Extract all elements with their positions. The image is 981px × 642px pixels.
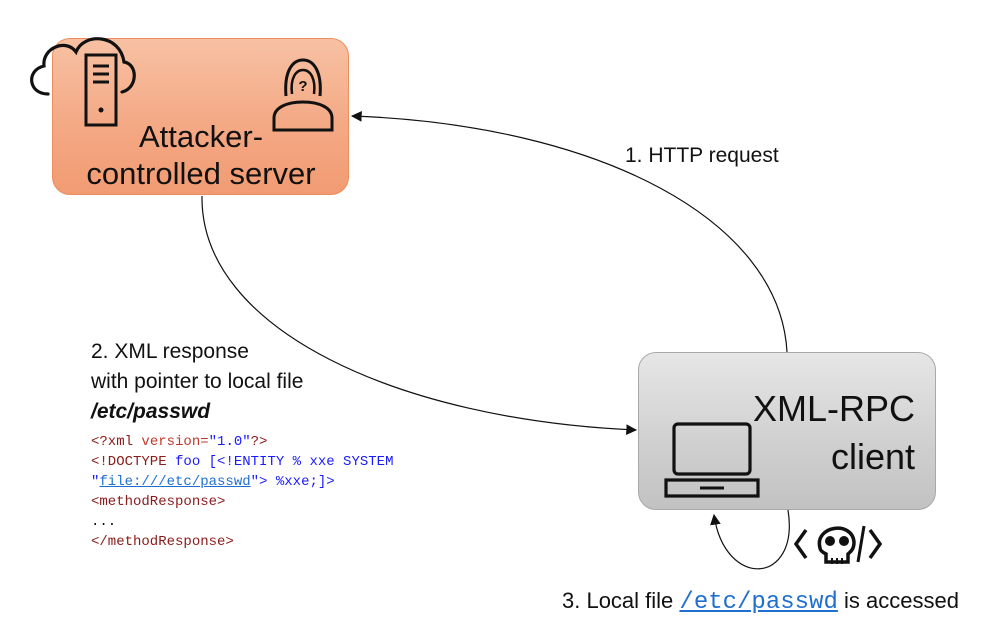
step3-suffix: is accessed [843, 588, 959, 613]
hacker-icon: ? [272, 58, 334, 132]
cloud-icon [30, 37, 136, 96]
step3-path-link[interactable]: /etc/passwd [679, 589, 838, 616]
code-doctype-tag: <!DOCTYPE [91, 454, 167, 470]
step3-label: 3. Local file /etc/passwd is accessed [562, 588, 959, 616]
code-entity-ref: %xxe;]> [275, 474, 335, 490]
step2-line1: 2. XML response [91, 340, 249, 363]
xml-response-arrow [201, 195, 638, 435]
step2-path: /etc/passwd [91, 400, 211, 423]
xml-rpc-client-label: XML-RPC client [695, 385, 915, 481]
attacker-server-node [52, 38, 349, 195]
code-ellipsis: ... [91, 514, 117, 530]
code-xml-decl-open: <?xml [91, 434, 134, 450]
step2-line2: with pointer to local file [91, 370, 304, 393]
attacker-label-line1: Attacker- [138, 119, 264, 154]
laptop-icon [664, 422, 760, 498]
svg-text:?: ? [298, 78, 307, 95]
skull-code-icon [793, 525, 883, 564]
code-xml-decl-close: ?> [250, 434, 268, 450]
xml-rpc-client-node [638, 352, 936, 510]
code-doctype-rest: foo [<!ENTITY % xxe SYSTEM [175, 454, 394, 470]
step1-label: 1. HTTP request [625, 144, 779, 167]
attacker-server-label: Attacker- controlled server [66, 118, 336, 192]
code-method-response-close: </methodResponse> [91, 534, 234, 550]
code-method-response-open: <methodResponse> [91, 494, 226, 510]
step3-prefix: 3. Local file [562, 588, 674, 613]
http-request-arrow [350, 110, 788, 353]
server-icon [84, 53, 118, 127]
xml-code-snippet: <?xml version="1.0"?> <!DOCTYPE foo [<!E… [91, 432, 393, 552]
attacker-label-line2: controlled server [86, 156, 316, 191]
local-access-loop-arrow [710, 509, 790, 570]
step2-label: 2. XML response with pointer to local fi… [91, 337, 303, 427]
code-quote-open: " [91, 474, 100, 490]
code-version-attr: version= [141, 434, 209, 450]
code-file-link[interactable]: file:///etc/passwd [99, 474, 251, 490]
code-version-value: "1.0" [208, 434, 251, 450]
client-label-line2: client [830, 436, 915, 477]
code-quote-close: "> [250, 474, 268, 490]
client-label-line1: XML-RPC [752, 388, 915, 429]
